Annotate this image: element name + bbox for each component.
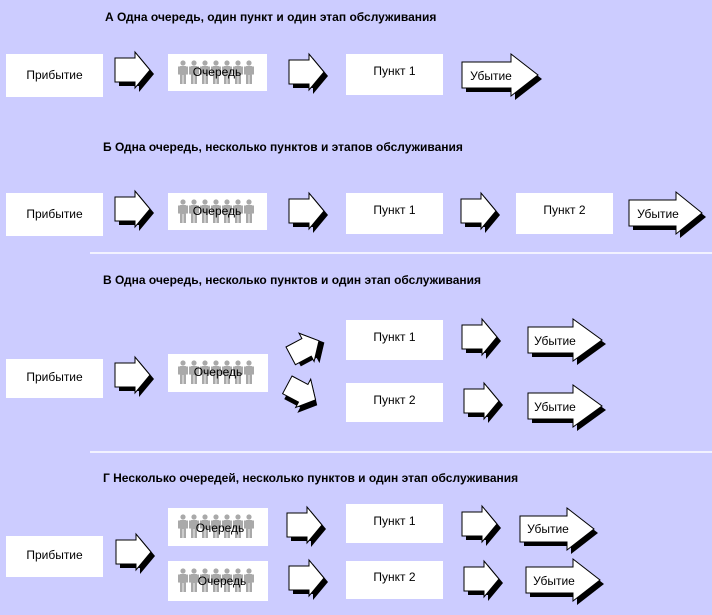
arrow-icon — [288, 558, 328, 600]
section-a: А Одна очередь, один пункт и один этап о… — [6, 10, 542, 100]
arrival-box — [6, 536, 103, 577]
point-box — [346, 320, 443, 360]
point-box — [346, 504, 443, 543]
departure-label: Убытие — [637, 207, 679, 221]
point-box — [346, 193, 443, 234]
queue-label: Очередь — [193, 65, 242, 79]
point-label: Пункт 1 — [373, 330, 415, 344]
point-label: Пункт 1 — [373, 514, 415, 528]
departure-label: Убытие — [527, 522, 569, 536]
point-label: Пункт 2 — [543, 203, 585, 217]
queue-label: Очередь — [194, 365, 243, 379]
arrow-icon — [460, 191, 500, 233]
section-title: Б Одна очередь, несколько пунктов и этап… — [103, 140, 463, 154]
arrow-icon — [461, 504, 501, 546]
departure-arrow: Убытие — [525, 557, 604, 605]
section-c: В Одна очередь, несколько пунктов и один… — [6, 273, 606, 431]
departure-arrow: Убытие — [527, 384, 606, 431]
arrival-label: Прибытие — [26, 548, 83, 562]
point-box — [346, 561, 443, 599]
arrow-icon — [461, 317, 501, 359]
arrow-down-right-icon — [281, 375, 318, 413]
point-label: Пункт 1 — [373, 64, 415, 78]
arrow-icon — [463, 559, 503, 601]
departure-arrow: Убытие — [527, 318, 606, 365]
arrow-icon — [115, 532, 155, 574]
section-title: В Одна очередь, несколько пунктов и один… — [103, 273, 481, 287]
departure-label: Убытие — [470, 69, 512, 83]
point-box — [346, 54, 443, 95]
point-label: Пункт 2 — [373, 393, 415, 407]
arrival-label: Прибытие — [26, 207, 83, 221]
section-title: Г Несколько очередей, несколько пунктов … — [103, 471, 518, 485]
departure-label: Убытие — [534, 400, 576, 414]
arrow-icon — [288, 191, 328, 233]
arrival-box — [6, 54, 103, 97]
point-box — [516, 193, 613, 234]
arrival-label: Прибытие — [26, 68, 83, 82]
arrival-box — [6, 193, 103, 236]
arrow-icon — [286, 505, 326, 547]
arrow-icon — [114, 189, 154, 231]
departure-arrow: Убытие — [461, 52, 542, 100]
arrow-icon — [114, 50, 154, 92]
arrow-icon — [463, 381, 503, 423]
point-label: Пункт 2 — [373, 570, 415, 584]
queue-label: Очередь — [193, 204, 242, 218]
arrival-label: Прибытие — [26, 370, 83, 384]
arrival-box — [6, 359, 103, 398]
departure-label: Убытие — [534, 334, 576, 348]
arrow-up-right-icon — [285, 332, 325, 367]
section-d: Г Несколько очередей, несколько пунктов … — [6, 471, 604, 605]
queue-label: Очередь — [198, 574, 247, 588]
arrow-icon — [288, 52, 328, 94]
departure-arrow: Убытие — [628, 190, 706, 238]
point-label: Пункт 1 — [373, 203, 415, 217]
section-b: Б Одна очередь, несколько пунктов и этап… — [6, 140, 706, 238]
departure-arrow: Убытие — [519, 506, 598, 554]
point-box — [346, 383, 443, 422]
departure-label: Убытие — [533, 574, 575, 588]
section-title: А Одна очередь, один пункт и один этап о… — [105, 10, 436, 24]
queue-label: Очередь — [196, 521, 245, 535]
arrow-icon — [114, 355, 154, 397]
